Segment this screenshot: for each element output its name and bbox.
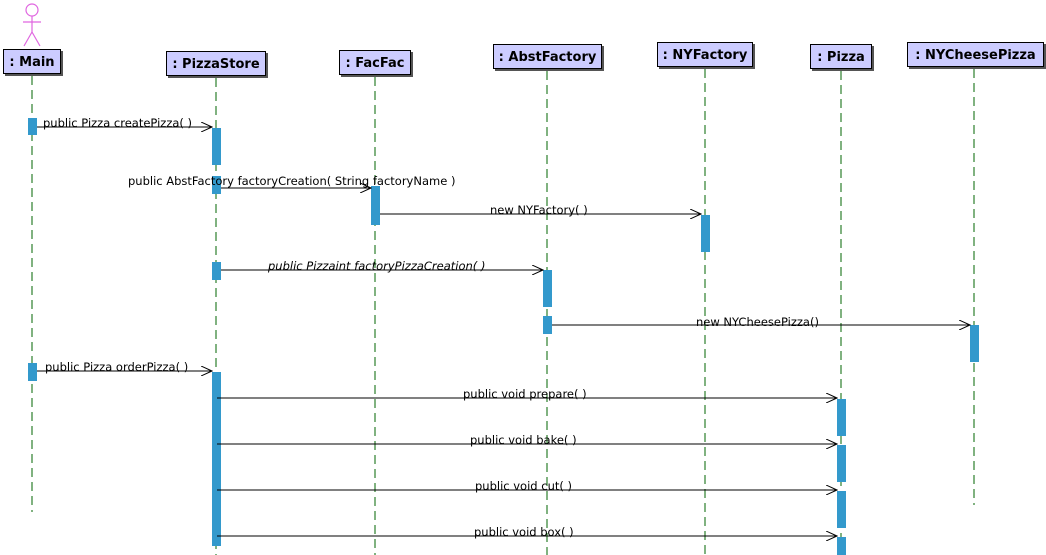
- activation-main-2: [28, 363, 37, 381]
- message-label-new-nycheesepizza[interactable]: new NYCheesePizza(): [696, 315, 819, 329]
- activation-nyfactory-1: [701, 215, 710, 252]
- actor-left-leg-icon: [23, 31, 33, 47]
- activation-facfac-1: [371, 186, 380, 225]
- message-label-factorycreation[interactable]: public AbstFactory factoryCreation( Stri…: [128, 174, 456, 188]
- activation-nycheesepizza-1: [970, 325, 979, 362]
- activation-abstfactory-2: [543, 316, 552, 334]
- object-nyfactory[interactable]: : NYFactory: [657, 42, 753, 67]
- object-abstfactory[interactable]: : AbstFactory: [493, 44, 602, 69]
- message-label-prepare[interactable]: public void prepare( ): [463, 387, 587, 401]
- message-label-cut[interactable]: public void cut( ): [475, 479, 572, 493]
- message-label-bake[interactable]: public void bake( ): [470, 433, 577, 447]
- activation-pizza-4: [837, 537, 846, 555]
- activation-pizza-3: [837, 491, 846, 528]
- message-label-factorypizzacreation[interactable]: public Pizzaint factoryPizzaCreation( ): [268, 259, 486, 273]
- message-label-box[interactable]: public void box( ): [474, 525, 574, 539]
- actor-right-leg-icon: [31, 31, 41, 47]
- activation-main-1: [28, 118, 37, 135]
- activation-pizzastore-4: [212, 372, 221, 546]
- activation-pizza-2: [837, 445, 846, 482]
- activation-pizza-1: [837, 399, 846, 436]
- message-label-new-nyfactory[interactable]: new NYFactory( ): [490, 203, 588, 217]
- actor-head-icon: [25, 3, 39, 17]
- object-nycheesepizza[interactable]: : NYCheesePizza: [907, 42, 1044, 67]
- object-facfac[interactable]: : FacFac: [339, 50, 411, 75]
- object-pizza[interactable]: : Pizza: [810, 44, 872, 69]
- activation-pizzastore-1: [212, 128, 221, 165]
- activation-abstfactory-1: [543, 270, 552, 307]
- message-label-orderpizza[interactable]: public Pizza orderPizza( ): [45, 360, 189, 374]
- message-label-createpizza[interactable]: public Pizza createPizza( ): [43, 116, 193, 130]
- activation-pizzastore-3: [212, 262, 221, 280]
- object-main[interactable]: : Main: [3, 49, 61, 74]
- object-pizzastore[interactable]: : PizzaStore: [166, 51, 266, 76]
- activation-pizzastore-2: [212, 176, 221, 194]
